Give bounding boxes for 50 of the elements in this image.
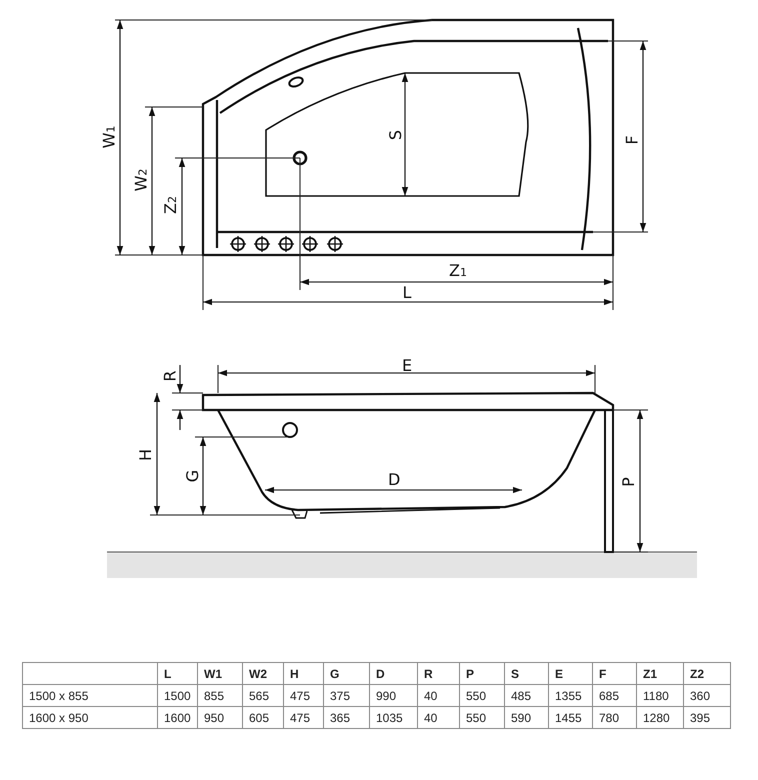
table-cell: 365 <box>324 706 370 728</box>
column-header: S <box>504 662 548 684</box>
table-cell: 1500 <box>158 684 198 706</box>
table-cell: 685 <box>592 684 636 706</box>
dimension-label: F <box>624 135 640 145</box>
table-cell: 1355 <box>548 684 592 706</box>
column-header: F <box>592 662 636 684</box>
table-cell: 590 <box>504 706 548 728</box>
row-header: 1600 x 950 <box>22 706 158 728</box>
column-header: D <box>370 662 418 684</box>
column-header: W1 <box>198 662 242 684</box>
column-header: H <box>284 662 324 684</box>
dimension-label: D <box>388 472 400 488</box>
column-header: Z1 <box>636 662 684 684</box>
table-cell: 395 <box>684 706 730 728</box>
table-cell: 1280 <box>636 706 684 728</box>
column-header: R <box>418 662 460 684</box>
dimension-label: E <box>402 358 412 374</box>
table-cell: 990 <box>370 684 418 706</box>
table-cell: 565 <box>242 684 284 706</box>
column-header: Z2 <box>684 662 730 684</box>
table-cell: 475 <box>284 706 324 728</box>
column-header: P <box>460 662 504 684</box>
table-cell: 550 <box>460 684 504 706</box>
table-cell: 1180 <box>636 684 684 706</box>
table-cell: 40 <box>418 706 460 728</box>
table-cell: 1600 <box>158 706 198 728</box>
table-cell: 360 <box>684 684 730 706</box>
table-cell: 855 <box>198 684 242 706</box>
dimension-label: P <box>620 477 637 487</box>
table-cell: 550 <box>460 706 504 728</box>
table-cell: 950 <box>198 706 242 728</box>
column-header: E <box>548 662 592 684</box>
dimension-label: S <box>388 130 404 140</box>
dimension-label: L <box>402 285 412 301</box>
column-header: L <box>158 662 198 684</box>
table-cell: 1455 <box>548 706 592 728</box>
dimension-label: H <box>138 448 154 462</box>
table-cell: 375 <box>324 684 370 706</box>
dimension-label: G <box>185 470 202 482</box>
column-header: G <box>324 662 370 684</box>
column-header: W2 <box>242 662 284 684</box>
row-header: 1500 x 855 <box>22 684 158 706</box>
table-cell: 780 <box>592 706 636 728</box>
table-cell: 475 <box>284 684 324 706</box>
dimension-label: R <box>162 370 178 382</box>
table-cell: 1035 <box>370 706 418 728</box>
table-cell: 40 <box>418 684 460 706</box>
table-cell: 605 <box>242 706 284 728</box>
table-cell: 485 <box>504 684 548 706</box>
